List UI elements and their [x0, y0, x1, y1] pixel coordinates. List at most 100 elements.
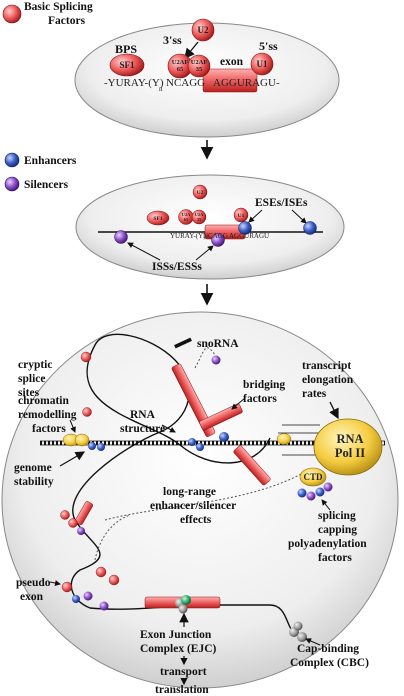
cryptic-site-factor-2	[82, 407, 92, 417]
enhancer-icon	[4, 152, 20, 168]
bridging-arrow	[231, 397, 246, 410]
snorna-molecule	[174, 337, 192, 349]
exon-block-3b	[233, 445, 271, 486]
chromatin-remodeller-2	[74, 433, 90, 447]
ise-enhancer	[303, 221, 317, 235]
splicing-arrow	[321, 499, 331, 511]
splicing-factor-3	[315, 487, 325, 497]
u2-label-2: U2	[197, 190, 204, 196]
exon-block-3a	[171, 363, 216, 437]
ese-arrow-1	[248, 209, 263, 223]
u2-snrnp-2	[192, 184, 208, 200]
bridging-label-1: bridging	[243, 379, 285, 391]
genome-label-1: genome	[14, 462, 52, 474]
snorna-label: snoRNA	[197, 338, 239, 350]
splicing-factor-4	[323, 482, 333, 492]
legend-basic-splicing-line1: Basic Splicing	[24, 1, 93, 13]
ejc-factor-3	[178, 604, 188, 614]
bridging-enhancer	[219, 432, 229, 442]
sf1-label-2: SF1	[153, 216, 162, 222]
splicing-label-3: polyadenylation	[288, 538, 367, 550]
ctd-domain	[299, 467, 327, 487]
sequence-mid: NCAGG	[166, 77, 205, 89]
translation-label: translation	[155, 684, 209, 696]
chromatin-label-1: chromatin	[18, 395, 70, 407]
long-range-label-3: effects	[180, 514, 212, 526]
u1-label: U1	[257, 59, 268, 69]
u2af35-label-1: U2AF	[191, 59, 208, 66]
cbc-factor-3	[293, 621, 303, 631]
cbc-label-2: Complex (CBC)	[290, 657, 369, 669]
u2af65-label-2b: 65	[184, 217, 189, 222]
cryptic-label-3: sites	[18, 387, 40, 399]
chromatin-enhancer-1	[88, 442, 96, 450]
pseudo-exon-silencer-2	[99, 601, 109, 611]
pseudo-arrow	[49, 580, 61, 586]
sequence-mid-2: NCAGG	[203, 232, 228, 240]
iss-ess-label: ISSs/ESSs	[152, 261, 202, 273]
ejc-factor-2	[181, 595, 191, 605]
sf1-factor	[109, 53, 145, 77]
rna-pol-label-1: RNA	[336, 432, 363, 446]
cbc-arrow	[305, 638, 321, 646]
cbc-factor-2	[297, 632, 307, 642]
rna-structure-arrow	[161, 424, 176, 433]
ese-arrow-2	[291, 209, 307, 224]
dna-chromatin-factor	[276, 433, 292, 445]
genome-label-2: stability	[14, 476, 54, 488]
u1-snrnp-2	[233, 207, 249, 223]
rna-structure-label-2: structure	[120, 423, 165, 435]
chromatin-label-3: factors	[32, 423, 66, 435]
cellular-context-panel	[1, 311, 399, 689]
upstream-factor-1	[60, 510, 70, 520]
legend-basic-splicing-line2: Factors	[48, 15, 86, 27]
pseudo-exon-factor-2	[95, 566, 107, 578]
ss3-label: 3'ss	[163, 33, 182, 47]
u2af35-factor	[187, 54, 211, 78]
long-range-label-2: enhancer/silencer	[150, 500, 236, 512]
u2af35-label-2a: U2A	[195, 212, 204, 217]
ejc-label-1: Exon Junction	[140, 629, 212, 641]
exon-block	[202, 68, 258, 93]
long-range-effect-arc-2	[94, 514, 131, 561]
chromatin-arrow	[69, 419, 76, 433]
cryptic-label-1: cryptic	[18, 359, 52, 371]
iss-arrow-2	[195, 245, 214, 261]
sequence-right: AGGURAGU-	[213, 77, 280, 89]
snorna-silencer	[211, 355, 221, 365]
pre-mrna-transcript	[70, 333, 301, 636]
bps-label: BPS	[115, 42, 137, 56]
long-range-effect-arc	[104, 471, 306, 521]
transcript-label-3: rates	[302, 388, 327, 400]
snorna-arc	[194, 347, 216, 369]
cbc-label-1: Cap-binding	[297, 643, 359, 655]
sequence-right-2: AGGURAGU	[229, 232, 269, 240]
iss-arrow-1	[127, 242, 161, 261]
u2af35-label-2b: 35	[197, 217, 202, 222]
cryptic-site-factor-1	[80, 351, 92, 363]
splicing-label-1: splicing	[318, 510, 356, 522]
u2af65-label-2a: U2A	[182, 212, 191, 217]
long-range-label-1: long-range	[163, 486, 216, 498]
ctd-label: CTD	[303, 472, 323, 482]
u2-snrnp	[191, 18, 215, 42]
chromatin-label-2: remodelling	[18, 409, 77, 421]
chromatin-enhancer-2	[97, 443, 105, 451]
u2af35-factor-2	[191, 209, 207, 225]
transcript-label-2: elongation	[302, 374, 354, 386]
splicing-label-2: capping	[318, 524, 357, 536]
transport-label: transport	[160, 666, 207, 678]
sequence-subscript: n	[159, 85, 163, 93]
legend-silencers: Silencers	[24, 179, 69, 191]
sequence-left: -YURAY-(Y)	[104, 77, 164, 89]
sequence-left-2: YURAY-(Y)	[170, 232, 206, 240]
bridging-factor-exon	[199, 403, 243, 431]
ess-silencer	[211, 233, 225, 247]
rna-structure-label-1: RNA	[130, 409, 156, 421]
dna-enhancer-1	[188, 438, 196, 446]
genome-arrow	[59, 451, 86, 467]
ejc-label-2: Complex (EJC)	[140, 643, 217, 655]
rna-pol-label-2: Pol II	[335, 446, 365, 460]
cryptic-label-2: splice	[18, 373, 45, 385]
